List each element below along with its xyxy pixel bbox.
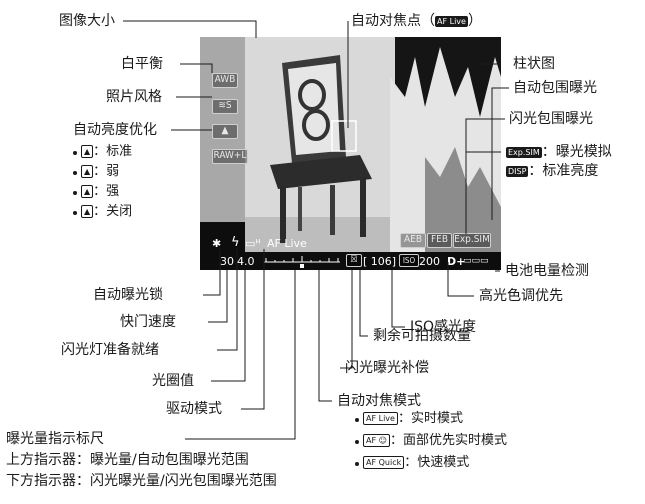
af-live-mode-item: AF Live：实时模式 bbox=[363, 411, 463, 426]
label-af-mode: 自动对焦模式 bbox=[337, 393, 421, 409]
ae-lock-icon: ✱ bbox=[212, 237, 222, 250]
label-aeb: 自动包围曝光 bbox=[513, 80, 597, 96]
af-live-icon: AF Live bbox=[267, 237, 307, 250]
iso-icon: ISO bbox=[399, 254, 419, 267]
alo-strong-item: ▲：强 bbox=[81, 184, 119, 199]
shots-remaining-value: [ 106] bbox=[363, 255, 397, 268]
battery-icon: ▭▭▭ bbox=[463, 256, 489, 266]
label-flash-exp-comp: 闪光曝光补偿 bbox=[345, 360, 429, 376]
picture-style-icon: ≋S bbox=[212, 99, 238, 114]
af-face-mode-icon: AF ☺ bbox=[363, 434, 390, 447]
label-auto-lighting: 自动亮度优化 bbox=[73, 122, 157, 138]
af-face-mode-item: AF ☺：面部优先实时模式 bbox=[363, 433, 507, 448]
label-highlight-priority: 高光色调优先 bbox=[479, 288, 563, 304]
label-picture-style: 照片风格 bbox=[106, 89, 162, 105]
label-histogram: 柱状图 bbox=[513, 56, 555, 72]
label-flash-ready: 闪光灯准备就绪 bbox=[61, 342, 159, 358]
label-exp-sim: Exp.SIM：曝光模拟 bbox=[506, 144, 612, 160]
image-quality-icon: RAW+L bbox=[212, 149, 248, 164]
white-balance-icon: AWB bbox=[212, 73, 238, 88]
shutter-speed-value: 30 bbox=[220, 255, 234, 268]
label-battery-check: 电池电量检测 bbox=[505, 263, 589, 279]
label-af-point: 自动对焦点（AF Live） bbox=[351, 13, 482, 29]
label-ae-lock: 自动曝光锁 bbox=[93, 287, 163, 303]
aeb-icon: AEB bbox=[400, 233, 426, 248]
alo-off-item: ▲：关闭 bbox=[81, 204, 132, 219]
flash-exp-comp-icon: ☒ bbox=[346, 254, 362, 267]
label-upper-indicator: 上方指示器：曝光量/自动包围曝光范围 bbox=[6, 452, 249, 468]
exposure-level-scale bbox=[264, 256, 340, 268]
flash-ready-icon: ϟ bbox=[231, 235, 240, 250]
label-lower-indicator: 下方指示器：闪光曝光量/闪光包围曝光范围 bbox=[6, 473, 277, 489]
alo-off-icon: ▲ bbox=[81, 205, 94, 218]
label-exposure-level-indicator: 曝光量指示标尺 bbox=[6, 431, 104, 447]
af-live-mode-icon: AF Live bbox=[363, 412, 398, 425]
label-iso: ISO感光度 bbox=[410, 319, 477, 335]
label-aperture: 光圈值 bbox=[152, 373, 194, 389]
label-image-size: 图像大小 bbox=[59, 13, 115, 29]
alo-strong-icon: ▲ bbox=[81, 185, 94, 198]
af-quick-mode-item: AF Quick：快速模式 bbox=[363, 455, 469, 470]
label-drive-mode: 驱动模式 bbox=[166, 401, 222, 417]
af-quick-mode-icon: AF Quick bbox=[363, 456, 405, 469]
exp-sim-icon: Exp.SIM bbox=[453, 233, 491, 248]
label-feb: 闪光包围曝光 bbox=[509, 111, 593, 127]
drive-mode-icon: ▭ᴴ bbox=[245, 237, 261, 250]
label-shutter-speed: 快门速度 bbox=[120, 314, 176, 330]
alo-weak-icon: ▲ bbox=[81, 165, 94, 178]
alo-weak-item: ▲：弱 bbox=[81, 164, 119, 179]
label-disp: DISP：标准亮度 bbox=[506, 163, 599, 179]
alo-standard-icon: ▲ bbox=[81, 145, 94, 158]
auto-lighting-icon: ▲ bbox=[212, 124, 238, 139]
exp-sim-tag-icon: Exp.SIM bbox=[506, 147, 542, 158]
aperture-value: 4.0 bbox=[237, 255, 255, 268]
feb-icon: FEB bbox=[427, 233, 452, 248]
af-live-tag-icon: AF Live bbox=[435, 16, 468, 27]
lcd-live-view-screen: AWB ≋S ▲ RAW+L AEB FEB Exp.SIM ✱ ϟ ▭ᴴ AF… bbox=[200, 37, 501, 270]
label-white-balance: 白平衡 bbox=[121, 56, 163, 72]
iso-value: 200 bbox=[419, 255, 440, 268]
label-shots-remaining: 剩余可拍摄数量 bbox=[373, 328, 471, 344]
alo-standard-item: ▲：标准 bbox=[81, 144, 132, 159]
disp-tag-icon: DISP bbox=[506, 166, 529, 177]
